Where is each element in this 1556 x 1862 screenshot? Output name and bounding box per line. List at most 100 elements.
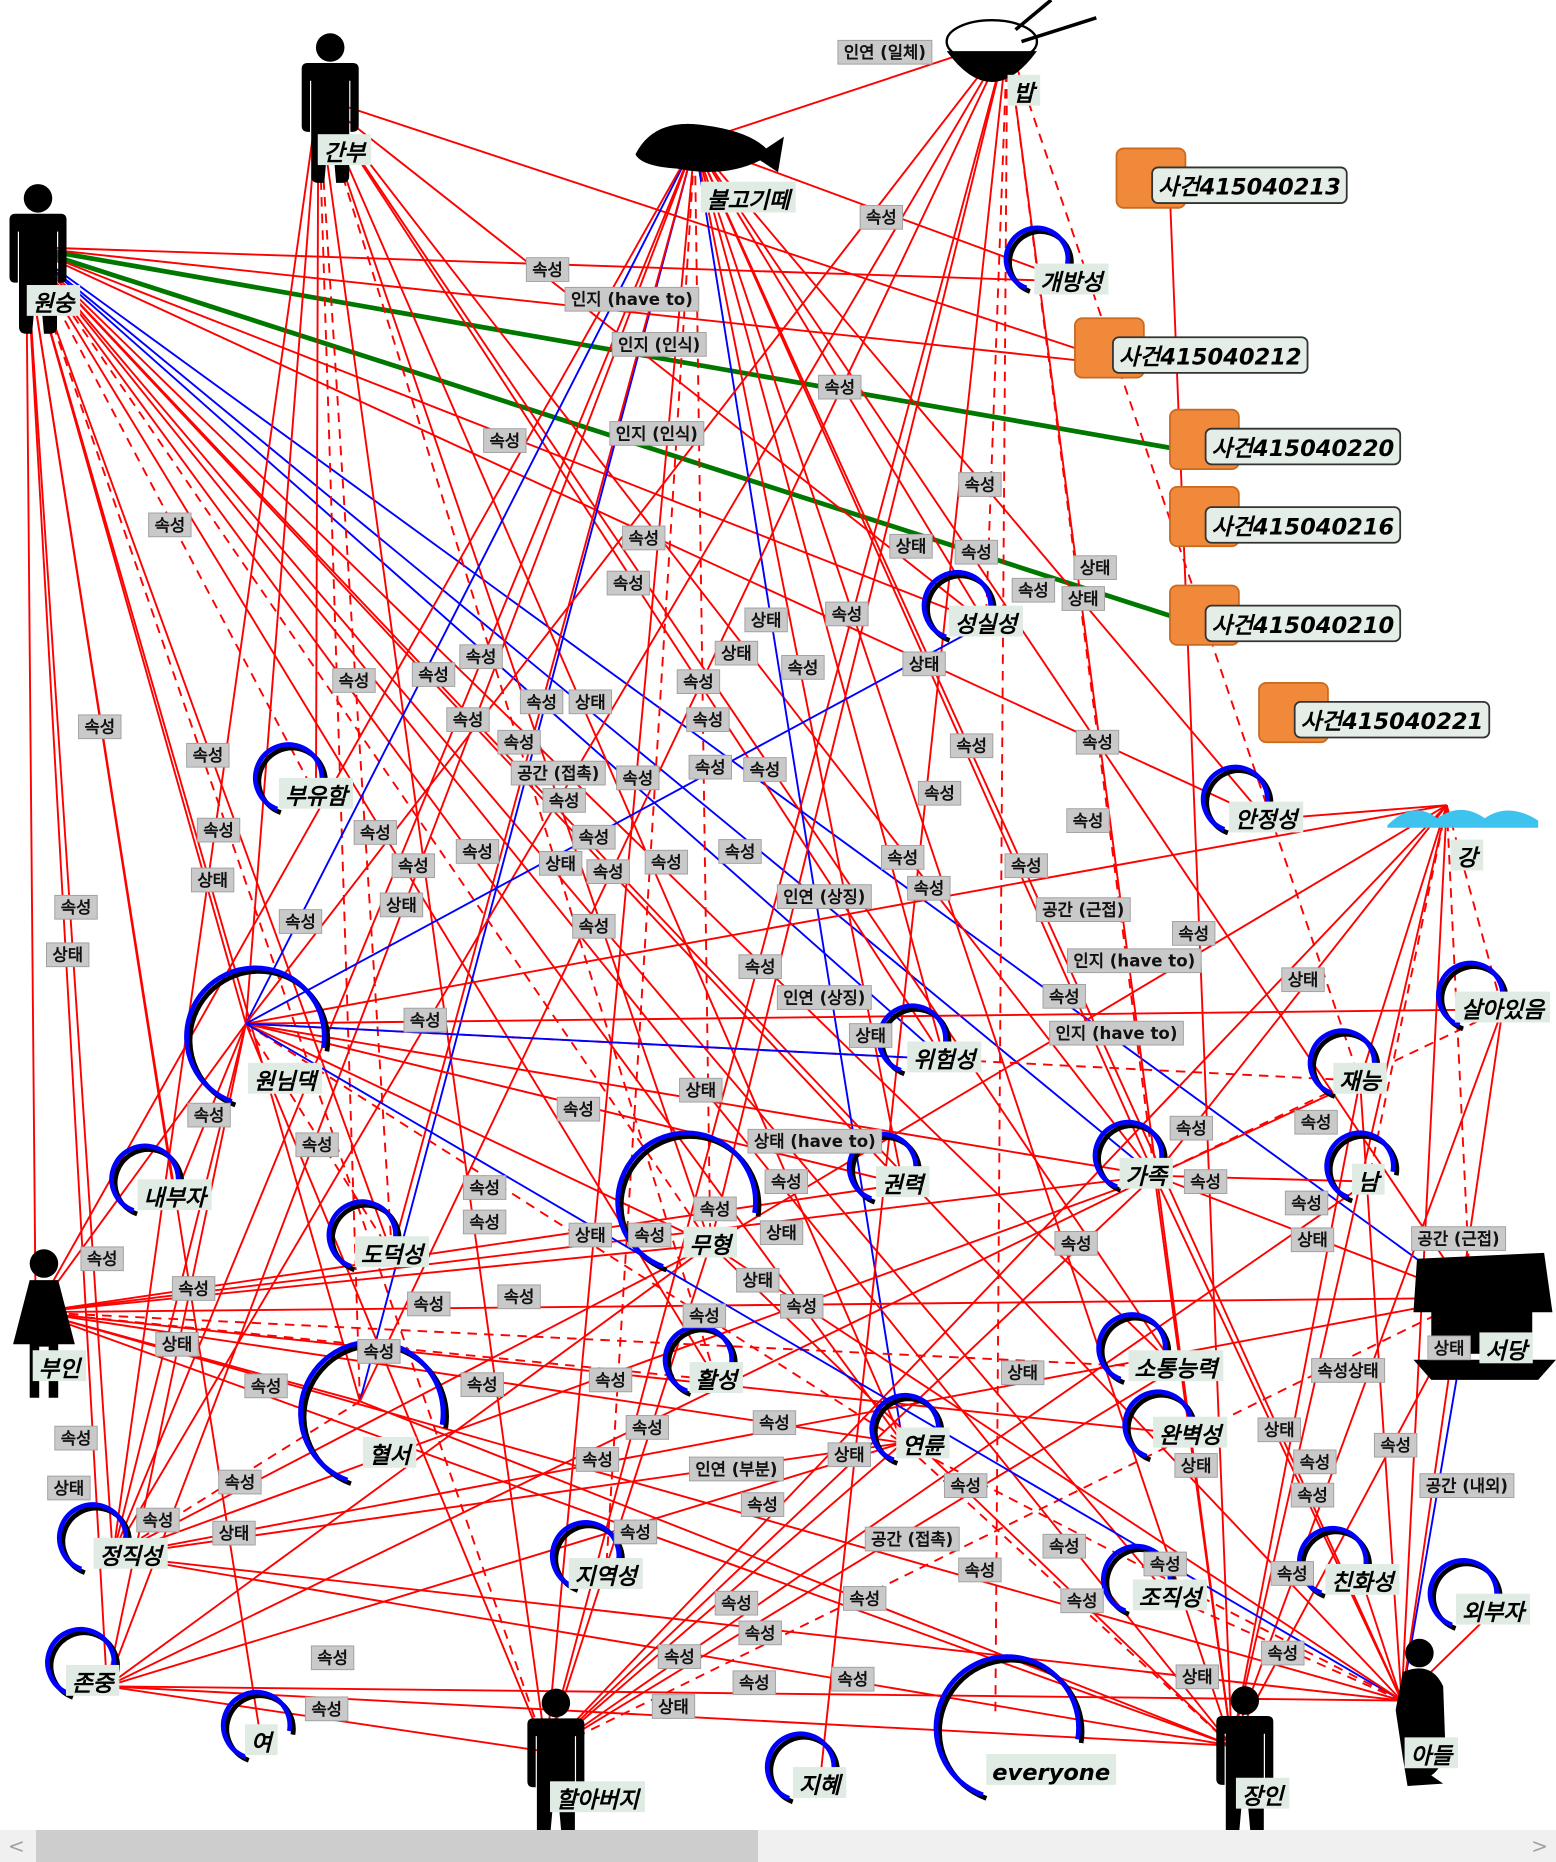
edge-label: 상태 (1061, 586, 1105, 611)
scroll-right-arrow[interactable]: > (1531, 1834, 1548, 1858)
edge-label: 속성 (958, 472, 1002, 497)
svg-text:속성: 속성 (469, 1178, 500, 1197)
edge-ganbu-dodeok (317, 97, 393, 1255)
node-oebu[interactable] (1421, 1551, 1510, 1640)
svg-text:속성: 속성 (532, 261, 563, 280)
svg-text:상태: 상태 (743, 1271, 774, 1290)
svg-text:속성: 속성 (1301, 1113, 1332, 1132)
svg-text:부인: 부인 (39, 1356, 84, 1382)
edge-label: 속성 (1293, 1449, 1337, 1475)
edge-label: 속성 (738, 954, 782, 980)
edge-label: 속성 (949, 733, 994, 759)
horizontal-scrollbar[interactable]: < > (0, 1830, 1556, 1862)
svg-text:속성: 속성 (956, 737, 987, 756)
node-fish[interactable] (635, 123, 784, 173)
svg-text:완벽성: 완벽성 (1159, 1423, 1224, 1449)
edge-wonsung-adeul (25, 246, 1403, 1702)
node-label: 남 (1352, 1163, 1385, 1196)
svg-text:속성: 속성 (582, 1450, 613, 1469)
edge-label: 속성 (295, 1132, 339, 1158)
svg-text:속성: 속성 (725, 842, 756, 861)
edge-label: 속성 (572, 824, 616, 850)
edge-label: 상태 (379, 892, 424, 918)
node-buin[interactable] (13, 1249, 75, 1398)
svg-text:속성: 속성 (1297, 1486, 1328, 1505)
edge-jonjung-yeonryun (106, 1441, 903, 1688)
node-gwonryeok[interactable] (840, 1125, 929, 1214)
svg-text:속성: 속성 (1061, 1234, 1092, 1253)
node-river[interactable] (1387, 809, 1539, 828)
svg-text:남: 남 (1358, 1170, 1382, 1196)
svg-text:강: 강 (1457, 846, 1481, 872)
node-sotong[interactable] (1089, 1305, 1178, 1394)
node-jihye[interactable] (758, 1724, 847, 1813)
svg-text:속성: 속성 (579, 917, 610, 936)
edge-label: 인지 (have to) (1067, 948, 1202, 974)
svg-text:사건415040212: 사건415040212 (1119, 345, 1302, 371)
node-label: 혈서 (362, 1436, 417, 1469)
edge-ganbu-gajok (317, 96, 1156, 1177)
node-hwalseong[interactable] (656, 1317, 745, 1406)
node-chinhwa[interactable] (1290, 1519, 1379, 1608)
node-muhyeong[interactable] (598, 1114, 778, 1294)
svg-text:속성: 속성 (759, 1414, 790, 1433)
edge-buin-sotong (35, 1311, 1176, 1369)
svg-text:사건415040210: 사건415040210 (1212, 613, 1395, 639)
svg-text:상태: 상태 (1068, 589, 1099, 608)
svg-text:속성: 속성 (490, 432, 521, 451)
svg-text:상태: 상태 (686, 1081, 717, 1100)
edge-label: 속성 (781, 655, 825, 680)
svg-text:속성: 속성 (466, 648, 497, 667)
edge-label: 속성 (752, 1410, 797, 1436)
edge-label: 속성 (403, 1007, 447, 1033)
edge-label: 속성 (625, 1415, 670, 1440)
node-jeongjik[interactable] (50, 1495, 139, 1584)
node-label: 내부자 (137, 1179, 212, 1211)
svg-text:속성: 속성 (504, 733, 535, 752)
node-buyu[interactable] (246, 735, 335, 824)
edge-label: 속성 (525, 257, 570, 282)
node-yeonryun[interactable] (862, 1386, 951, 1475)
edge-rice-everyone (994, 39, 1009, 1717)
edge-label: 속성 (738, 1620, 782, 1646)
node-naebu[interactable] (102, 1137, 191, 1226)
edge-label: 상태 (538, 850, 583, 876)
svg-text:상태: 상태 (1181, 1456, 1212, 1475)
node-nam[interactable] (1317, 1124, 1406, 1213)
edge-label: 속성 (353, 820, 398, 845)
svg-text:조직성: 조직성 (1139, 1586, 1204, 1612)
svg-text:속성: 속성 (771, 1173, 802, 1192)
edge-label: 속성 (407, 1291, 451, 1317)
node-seongsil[interactable] (915, 563, 1004, 652)
scrollbar-thumb[interactable] (36, 1830, 758, 1862)
node-label: 조직성 (1132, 1579, 1208, 1612)
node-gaebang[interactable] (997, 219, 1080, 302)
edge-label: 속성 (859, 204, 904, 230)
edge-label: 속성상태 (1311, 1358, 1386, 1383)
edge-label: 속성 (1042, 1533, 1086, 1559)
svg-text:속성: 속성 (61, 1429, 92, 1448)
node-yeo[interactable] (214, 1683, 303, 1772)
svg-text:공간 (접촉): 공간 (접촉) (871, 1530, 953, 1549)
concept-ring-icon (184, 965, 327, 1108)
edge-label: 속성 (881, 845, 925, 870)
node-everyone[interactable] (916, 1637, 1102, 1823)
node-wanbyeok[interactable] (1115, 1382, 1204, 1471)
node-label: 활성 (689, 1362, 743, 1394)
concept-ring-icon (1297, 1525, 1369, 1598)
node-wonnim[interactable] (167, 948, 347, 1128)
node-label: 장인 (1235, 1777, 1290, 1810)
edge-label: 상태 (47, 1475, 91, 1501)
node-dodeok[interactable] (320, 1192, 409, 1281)
event-label: 사건415040212 (1112, 336, 1309, 374)
node-rice[interactable] (945, 0, 1097, 82)
edge-label: 속성 (958, 1557, 1002, 1583)
edge-label: 속성 (1066, 808, 1110, 833)
svg-text:속성: 속성 (887, 848, 918, 867)
scroll-left-arrow[interactable]: < (8, 1834, 25, 1858)
edge-label: 상태 (848, 1023, 893, 1048)
edge-river-nam (1367, 804, 1448, 1182)
svg-text:속성: 속성 (623, 769, 654, 788)
svg-text:속성: 속성 (178, 1279, 209, 1298)
node-gajok[interactable] (1086, 1113, 1175, 1202)
